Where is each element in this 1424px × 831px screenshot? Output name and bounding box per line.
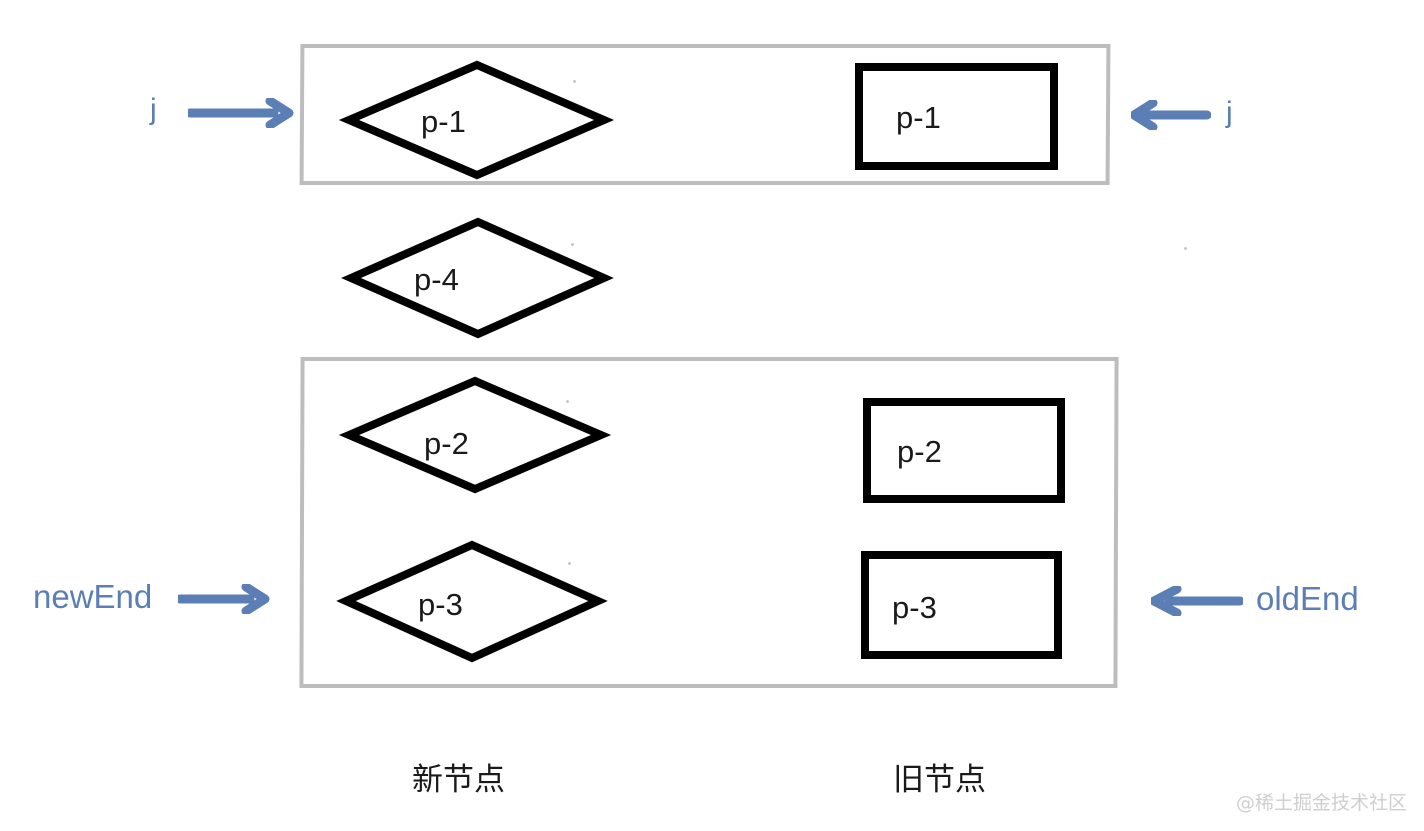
arrow-left-icon (1151, 586, 1243, 616)
new-node-p-2 (338, 376, 612, 494)
pointer-label-j-left: j (150, 93, 157, 126)
scan-speck (573, 80, 576, 83)
diamond-icon (341, 217, 614, 339)
new-node-p-1-label: p-1 (421, 104, 466, 139)
new-node-p-3-label: p-3 (418, 587, 463, 622)
diamond-icon (336, 540, 608, 663)
new-node-p-4-label: p-4 (414, 262, 459, 297)
pointer-label-oldEnd: oldEnd (1256, 580, 1359, 617)
arrow-left-icon (1131, 100, 1211, 130)
caption-new-nodes: 新节点 (412, 762, 505, 798)
old-node-p-1 (855, 63, 1058, 170)
pointer-arrow-newEnd (178, 584, 270, 614)
old-node-p-3-label: p-3 (892, 590, 937, 625)
pointer-arrow-j-left (188, 98, 294, 128)
pointer-label-newEnd: newEnd (33, 578, 153, 615)
scan-speck (1184, 247, 1187, 250)
pointer-arrow-j-right (1131, 100, 1211, 130)
arrow-right-icon (188, 98, 294, 128)
pointer-label-j-right: j (1226, 96, 1233, 129)
diamond-icon (338, 60, 615, 180)
pointer-arrow-oldEnd (1151, 586, 1243, 616)
old-node-p-1-label: p-1 (896, 100, 941, 135)
old-node-p-2 (863, 398, 1065, 503)
new-node-p-1 (338, 60, 615, 180)
new-node-p-2-label: p-2 (424, 426, 469, 461)
caption-old-nodes: 旧节点 (893, 762, 986, 798)
new-node-p-4 (341, 217, 614, 339)
old-node-p-3 (861, 551, 1062, 659)
rectangle-icon (855, 63, 1058, 170)
scan-speck (568, 562, 571, 565)
rectangle-icon (861, 551, 1062, 659)
scan-speck (571, 243, 574, 246)
watermark: @稀土掘金技术社区 (1236, 792, 1408, 814)
arrow-right-icon (178, 584, 270, 614)
diamond-icon (338, 376, 612, 494)
old-node-p-2-label: p-2 (897, 434, 942, 469)
scan-speck (566, 400, 569, 403)
rectangle-icon (863, 398, 1065, 503)
new-node-p-3 (336, 540, 608, 663)
